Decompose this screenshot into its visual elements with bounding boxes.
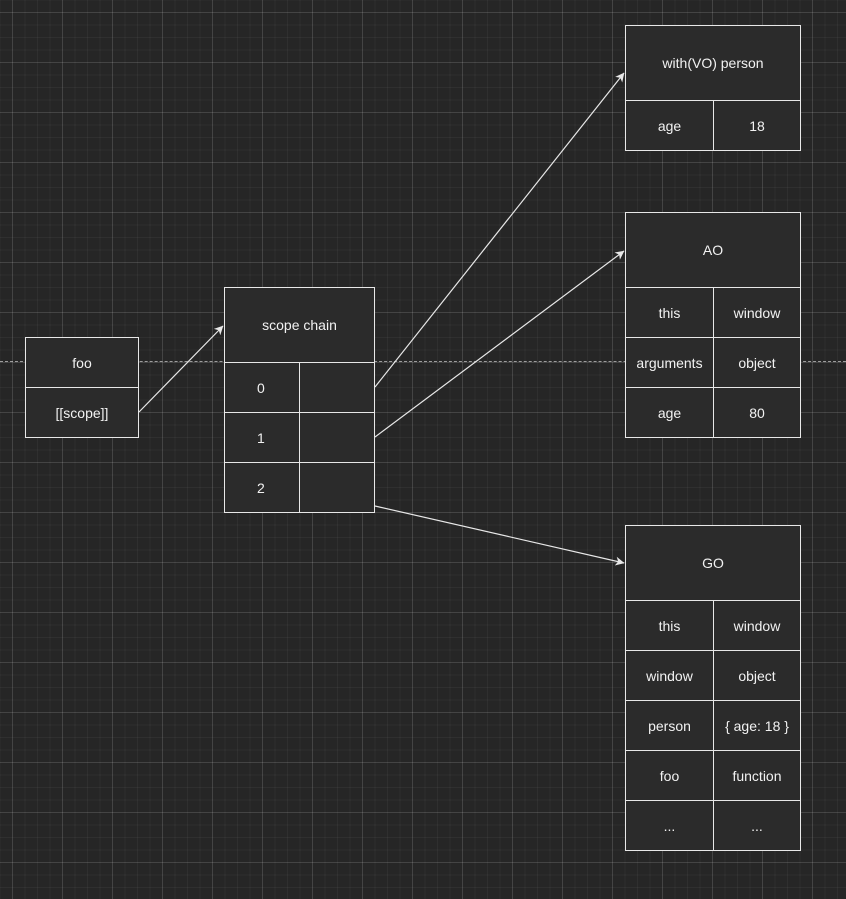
arrow-slot-1-to-ao	[374, 250, 625, 438]
with-vo-value-age[interactable]: 18	[713, 100, 801, 151]
scope-chain-slot-1[interactable]	[299, 412, 375, 463]
ao-title[interactable]: AO	[625, 212, 801, 288]
ao-key-arguments[interactable]: arguments	[625, 337, 714, 388]
go-value-this[interactable]: window	[713, 600, 801, 651]
scope-chain-index-0[interactable]: 0	[224, 362, 300, 413]
scope-chain-slot-2[interactable]	[299, 462, 375, 513]
with-vo-key-age[interactable]: age	[625, 100, 714, 151]
go-key-window[interactable]: window	[625, 650, 714, 701]
go-value-ellipsis[interactable]: ...	[713, 800, 801, 851]
arrow-slot-0-to-with-vo	[374, 72, 625, 388]
foo-title[interactable]: foo	[25, 337, 139, 388]
ao-key-this[interactable]: this	[625, 287, 714, 338]
arrow-slot-2-to-go	[374, 505, 625, 566]
go-key-ellipsis[interactable]: ...	[625, 800, 714, 851]
go-value-person[interactable]: { age: 18 }	[713, 700, 801, 751]
arrow-foo-scope-to-scope-chain	[138, 325, 224, 413]
foo-scope-property[interactable]: [[scope]]	[25, 387, 139, 438]
go-value-window[interactable]: object	[713, 650, 801, 701]
ao-value-this[interactable]: window	[713, 287, 801, 338]
go-value-foo[interactable]: function	[713, 750, 801, 801]
scope-chain-title[interactable]: scope chain	[224, 287, 375, 363]
go-key-foo[interactable]: foo	[625, 750, 714, 801]
scope-chain-slot-0[interactable]	[299, 362, 375, 413]
scope-chain-index-1[interactable]: 1	[224, 412, 300, 463]
ao-value-arguments[interactable]: object	[713, 337, 801, 388]
go-key-person[interactable]: person	[625, 700, 714, 751]
ao-value-age[interactable]: 80	[713, 387, 801, 438]
go-key-this[interactable]: this	[625, 600, 714, 651]
scope-chain-index-2[interactable]: 2	[224, 462, 300, 513]
go-title[interactable]: GO	[625, 525, 801, 601]
with-vo-title[interactable]: with(VO) person	[625, 25, 801, 101]
ao-key-age[interactable]: age	[625, 387, 714, 438]
